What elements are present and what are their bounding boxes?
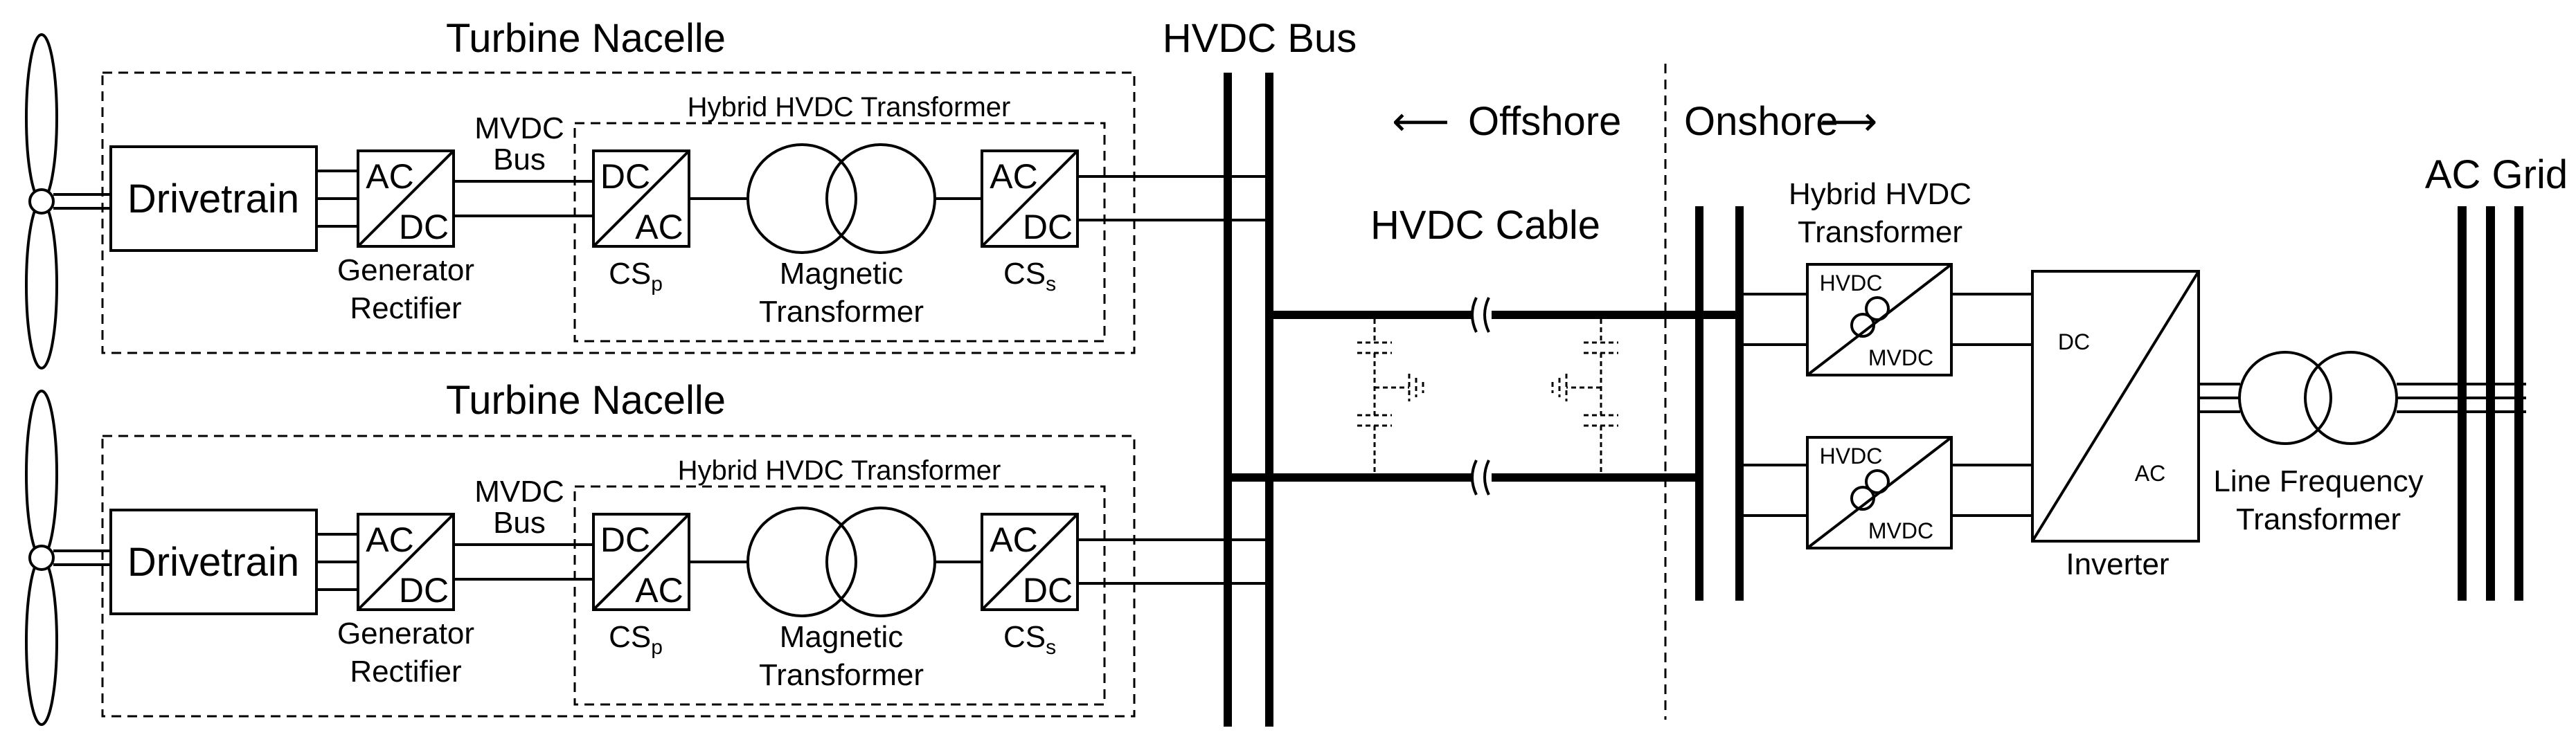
onshore-transformer-label: Transformer [1798, 215, 1962, 249]
onshore-hvdc-label: HVDC [1820, 444, 1883, 469]
hvdc-bus-label: HVDC Bus [1163, 16, 1357, 61]
onshore-hybrid-transformer-1: HVDC MVDC [1744, 263, 2032, 376]
hvdc-bus [1224, 73, 1273, 727]
hybrid-hvdc-transformer-boundary [573, 485, 1106, 706]
hybrid-transformer-title: Hybrid HVDC Transformer [678, 455, 1001, 486]
rectifier-dc-label: DC [399, 571, 449, 610]
cable-capacitance-right [1551, 319, 1618, 473]
bus-label: Bus [493, 143, 546, 176]
rectifier-label: Rectifier [350, 291, 461, 325]
rectifier-dc-label: DC [399, 208, 449, 246]
csp-label: CSp [609, 620, 663, 659]
csp-dc-label: DC [600, 157, 650, 196]
transformer-label: Transformer [759, 658, 924, 692]
onshore-mvdc-label: MVDC [1868, 345, 1933, 370]
hvdc-bus-bar-pos [1224, 73, 1232, 727]
csp-ac-label: AC [635, 571, 683, 610]
onshore-arrow: ⟶ [1820, 99, 1877, 144]
transformer-label: Transformer [759, 295, 924, 329]
css-dc-label: DC [1023, 571, 1073, 610]
mvdc-label: MVDC [474, 475, 564, 509]
inverter: DC AC [2031, 270, 2200, 543]
line-frequency-label: Line Frequency [2213, 464, 2423, 498]
rectifier-ac-label: AC [366, 520, 413, 559]
css-label: CSs [1003, 257, 1056, 295]
inverter-dc-label: DC [2058, 329, 2090, 354]
hybrid-hvdc-transformer-boundary [573, 122, 1106, 343]
inverter-ac-label: AC [2135, 461, 2165, 486]
magnetic-transformer [746, 143, 936, 254]
generator-rectifier: AC DC [357, 513, 455, 611]
cable-break-mark [1471, 297, 1490, 333]
onshore-hybrid-transformer-2: HVDC MVDC [1744, 436, 2032, 549]
cable-capacitance-left [1357, 319, 1424, 473]
hvdc-cable [1224, 297, 1744, 495]
nacelle-title: Turbine Nacelle [446, 16, 726, 61]
turbine-rotor-1 [25, 33, 58, 370]
generator-label: Generator [337, 253, 474, 287]
converter-css: AC DC [981, 513, 1079, 611]
nacelle-boundary [101, 435, 1136, 718]
nacelle-boundary [101, 71, 1136, 354]
line-frequency-transformer-label: Transformer [2236, 502, 2401, 536]
converter-css: AC DC [981, 149, 1079, 248]
magnetic-transformer [746, 507, 936, 617]
ac-grid-label: AC Grid [2425, 152, 2568, 197]
css-label: CSs [1003, 620, 1056, 659]
nacelle-title: Turbine Nacelle [446, 378, 726, 423]
csp-ac-label: AC [635, 208, 683, 246]
drivetrain-box [109, 145, 318, 252]
drivetrain-label: Drivetrain [127, 176, 299, 221]
csp-dc-label: DC [600, 520, 650, 559]
hybrid-transformer-title: Hybrid HVDC Transformer [688, 92, 1011, 122]
onshore-hvdc-bus [1695, 206, 1744, 601]
rectifier-ac-label: AC [366, 157, 413, 196]
onshore-label: Onshore [1684, 99, 1838, 144]
generator-rectifier: AC DC [357, 149, 455, 248]
css-dc-label: DC [1023, 208, 1073, 246]
hvdc-bus-bar-neg [1265, 73, 1273, 727]
nacelle-1: Turbine Nacelle Drivetrain AC DC Generat… [53, 16, 1267, 354]
cable-break-mark [1471, 460, 1490, 495]
magnetic-label: Magnetic [780, 620, 904, 654]
turbine-rotor-2 [25, 390, 58, 726]
magnetic-label: Magnetic [780, 257, 904, 291]
mvdc-label: MVDC [474, 111, 564, 145]
rectifier-label: Rectifier [350, 655, 461, 689]
offshore-label: Offshore [1468, 99, 1621, 144]
generator-label: Generator [337, 617, 474, 651]
onshore-hvdc-label: HVDC [1820, 271, 1883, 295]
line-frequency-transformer [2238, 351, 2398, 445]
offshore-arrow: ⟵ [1392, 99, 1449, 144]
onshore-hybrid-label: Hybrid HVDC [1789, 177, 1971, 211]
css-ac-label: AC [990, 520, 1037, 559]
nacelle-2: Turbine Nacelle Drivetrain AC DC Generat… [53, 378, 1267, 718]
drivetrain-box [109, 509, 318, 615]
converter-csp: DC AC [592, 513, 690, 611]
converter-csp: DC AC [592, 149, 690, 248]
ac-grid-bus [2458, 206, 2523, 601]
onshore-mvdc-label: MVDC [1868, 518, 1933, 543]
drivetrain-label: Drivetrain [127, 540, 299, 585]
hvdc-cable-label: HVDC Cable [1370, 203, 1600, 248]
csp-label: CSp [609, 257, 663, 295]
inverter-label: Inverter [2066, 547, 2169, 581]
bus-label: Bus [493, 506, 546, 540]
css-ac-label: AC [990, 157, 1037, 196]
